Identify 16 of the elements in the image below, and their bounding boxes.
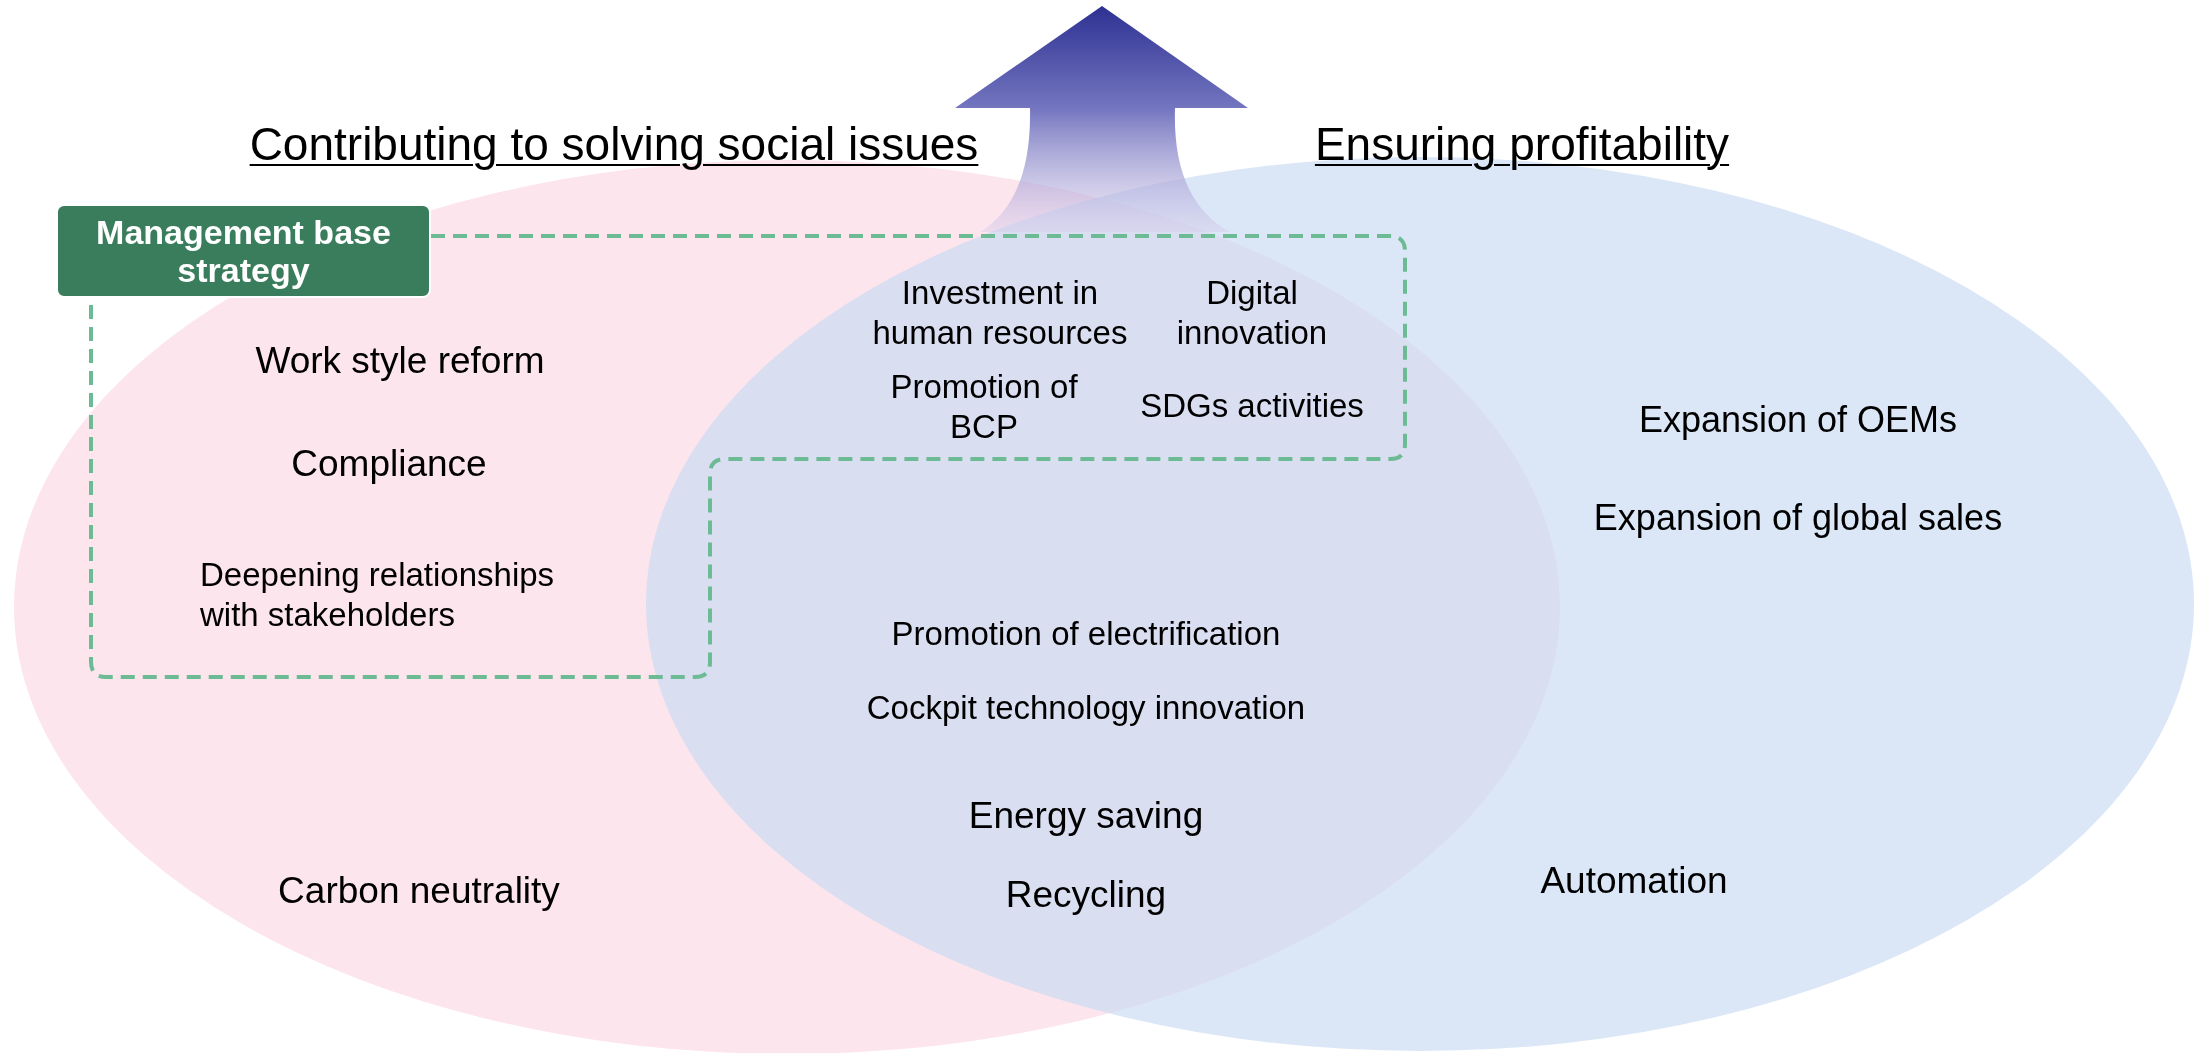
item-text: Cockpit technology innovation <box>865 688 1307 728</box>
item-text: Expansion of OEMs <box>1637 398 1959 442</box>
item-text: SDGs activities <box>1139 386 1365 426</box>
item-text: Digital innovation <box>1175 273 1329 353</box>
item-text: Investment in human resources <box>871 273 1129 353</box>
item-text: Energy saving <box>967 793 1205 838</box>
item-text: Promotion of electrification <box>890 614 1282 654</box>
item-text: Work style reform <box>254 338 546 383</box>
item-text: Expansion of global sales <box>1592 496 2004 540</box>
item-text: Compliance <box>290 441 488 486</box>
item-text: Carbon neutrality <box>277 868 561 913</box>
item-text: Deepening relationships with stakeholders <box>200 555 556 635</box>
item-text: Recycling <box>1004 872 1168 917</box>
item-text: Automation <box>1539 858 1729 903</box>
item-text: Promotion of BCP <box>889 367 1079 447</box>
strategy-tag: Management base strategy <box>56 204 431 298</box>
